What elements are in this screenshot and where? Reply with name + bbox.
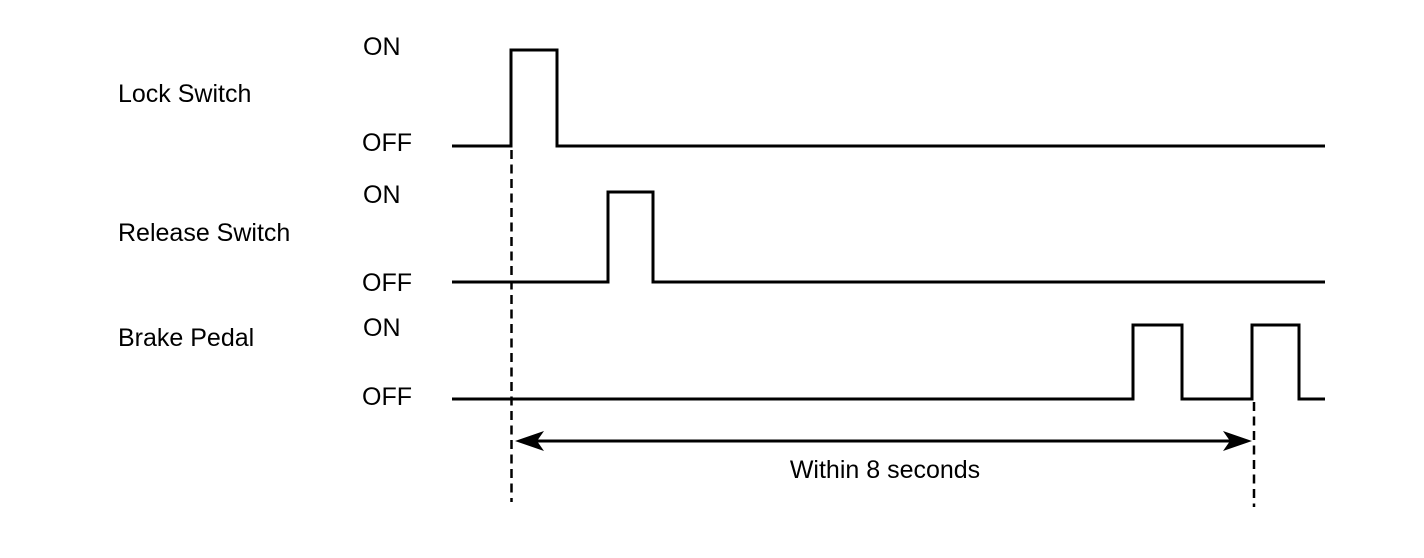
on-level-label: ON bbox=[363, 314, 401, 342]
arrow-head-right-icon bbox=[1223, 431, 1252, 451]
off-level-label: OFF bbox=[362, 269, 412, 297]
signal-row-lock-switch: Lock Switch ON OFF bbox=[118, 33, 1325, 157]
arrow-head-left-icon bbox=[515, 431, 544, 451]
signal-row-brake-pedal: Brake Pedal ON OFF bbox=[118, 314, 1325, 411]
interval-label: Within 8 seconds bbox=[790, 456, 980, 484]
timing-annotation: Within 8 seconds bbox=[510, 150, 1256, 507]
on-level-label: ON bbox=[363, 33, 401, 61]
signal-label-lock-switch: Lock Switch bbox=[118, 80, 251, 108]
signal-label-release-switch: Release Switch bbox=[118, 219, 290, 247]
on-level-label: ON bbox=[363, 181, 401, 209]
waveform-brake-pedal bbox=[452, 323, 1325, 401]
off-level-label: OFF bbox=[362, 383, 412, 411]
off-level-label: OFF bbox=[362, 129, 412, 157]
signal-row-release-switch: Release Switch ON OFF bbox=[118, 181, 1325, 297]
waveform-release-switch bbox=[452, 190, 1325, 284]
waveform-lock-switch bbox=[452, 48, 1325, 148]
signal-label-brake-pedal: Brake Pedal bbox=[118, 324, 254, 352]
